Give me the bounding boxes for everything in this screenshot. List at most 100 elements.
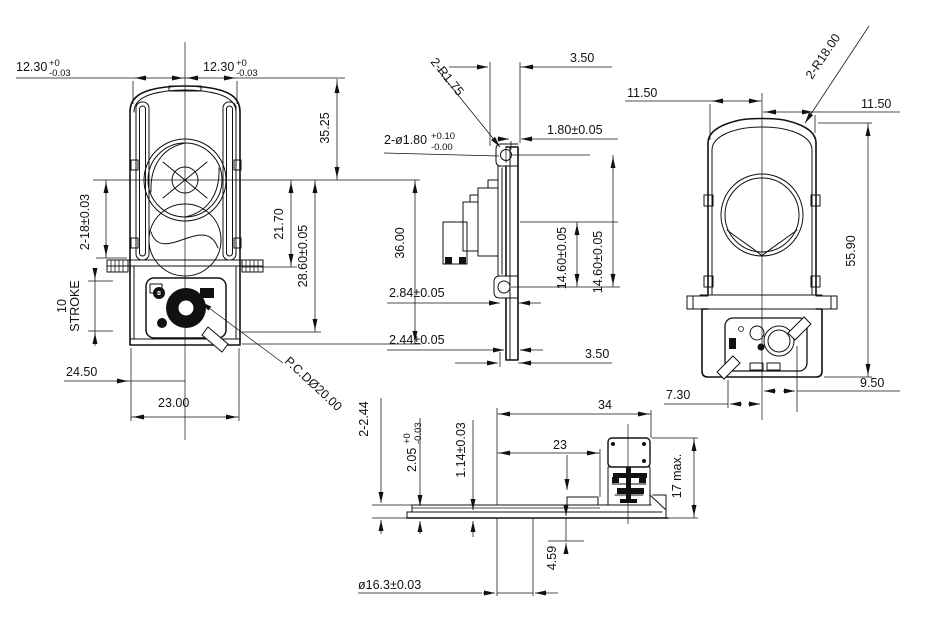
rear-dim-9-50: 9.50 <box>860 376 884 390</box>
rear-motor-lever <box>716 355 741 380</box>
rear-inner-outline <box>711 126 813 296</box>
rear-clip <box>703 194 714 207</box>
rear-motor-detail <box>766 362 781 371</box>
front-dim-width-right: 12.30 <box>203 60 234 74</box>
bottom-dim-17-max: 17 max. <box>670 454 684 498</box>
front-dim-36-00: 36.00 <box>393 227 407 258</box>
front-motor-detail <box>200 288 214 298</box>
bottom-gear-detail <box>612 477 619 483</box>
front-blade-curve <box>150 142 186 193</box>
front-pcd-leader <box>200 301 284 364</box>
bottom-dim-boss: ø16.3±0.03 <box>358 578 421 592</box>
front-dim-width-right-minus: -0.03 <box>236 68 258 79</box>
rear-clip <box>703 275 714 288</box>
bottom-dim-1-14: 1.14±0.03 <box>454 422 468 478</box>
side-dim-radius: 2-R1.75 <box>428 55 467 98</box>
bottom-shaft <box>626 467 631 503</box>
front-dim-24-50: 24.50 <box>66 365 97 379</box>
front-lower-lobe-curve <box>150 231 219 249</box>
rear-motor-lever <box>787 316 812 341</box>
front-hub-circle <box>171 166 199 194</box>
front-dim-28-60: 28.60±0.05 <box>296 225 310 288</box>
rear-motor-detail <box>749 362 764 371</box>
front-motor-housing <box>145 277 227 339</box>
front-motor-lever <box>201 326 229 353</box>
side-dim-hole-plus: +0.10 <box>431 131 455 142</box>
rear-clip <box>810 194 821 207</box>
rear-body-outline <box>707 117 817 296</box>
bottom-gear-detail <box>639 477 646 483</box>
front-stroke-label: STROKE <box>68 280 82 331</box>
side-dim-bottom: 3.50 <box>585 347 609 361</box>
side-motor-step <box>469 194 479 203</box>
rear-motor-detail <box>729 338 736 349</box>
bottom-dim-step-minus: -0.03 <box>413 422 424 444</box>
side-dim-2-44: 2.44±0.05 <box>389 333 445 347</box>
front-dim-35-25: 35.25 <box>318 112 332 143</box>
side-bracket <box>497 165 507 277</box>
bottom-dim-step-group: 2.05 +0 -0.03 <box>402 422 424 472</box>
side-plate-outline <box>505 146 519 361</box>
front-hub-cross <box>162 161 208 199</box>
rear-dim-7-30: 7.30 <box>666 388 690 402</box>
front-dim-slot: 2-18±0.03 <box>78 194 92 250</box>
rear-clip <box>810 275 821 288</box>
bottom-dim-tabs: 2-2.44 <box>357 401 371 436</box>
bottom-gear-bar <box>617 488 644 494</box>
rear-motor-housing <box>724 317 808 372</box>
front-rail-clip <box>130 237 139 249</box>
side-motor-block <box>462 201 479 252</box>
bottom-plate-left-step <box>406 504 413 519</box>
bottom-gear-detail <box>620 499 637 503</box>
front-dim-width-left-minus: -0.03 <box>49 68 71 79</box>
front-dim-width-left: 12.30 <box>16 60 47 74</box>
front-view: P.C.DØ20.00 12.30 +0 -0.03 12.30 +0 -0.0… <box>16 42 421 440</box>
front-fan-circle-outer <box>143 138 227 222</box>
rear-motor-dot-small <box>738 326 744 332</box>
side-motor-block <box>477 187 499 257</box>
side-motor-step <box>487 179 499 189</box>
front-right-rail <box>222 101 237 261</box>
front-rail-clip <box>130 159 139 171</box>
front-dim-23-00: 23.00 <box>158 396 189 410</box>
side-bottom-ear <box>493 275 519 299</box>
rear-left-tab <box>686 295 709 310</box>
front-top-slot <box>168 85 202 92</box>
side-hole-leader <box>383 152 500 157</box>
side-dim-14-60-a: 14.60±0.05 <box>555 227 569 290</box>
rear-dim-11-50-right: 11.50 <box>861 97 891 111</box>
bottom-dim-23: 23 <box>553 438 567 452</box>
front-motor-detail <box>157 318 167 328</box>
front-motor-shaft <box>177 299 195 317</box>
front-left-rail-inner <box>139 105 146 257</box>
front-blade-curve <box>184 167 220 218</box>
front-dim-width-right-plus: +0 <box>236 58 247 69</box>
front-left-rail <box>135 101 150 261</box>
side-dim-hole-minus: -0.00 <box>431 142 453 153</box>
rear-dim-11-50-left: 11.50 <box>627 86 657 100</box>
rear-port-y-pattern <box>726 229 798 257</box>
bottom-view: 2-2.44 2.05 +0 -0.03 1.14±0.03 34 23 17 … <box>357 398 698 596</box>
front-rail-clip <box>233 159 242 171</box>
front-right-tab-serration <box>245 260 259 272</box>
front-left-tab <box>106 259 129 273</box>
front-right-rail-inner <box>226 105 233 257</box>
bottom-tab <box>566 496 599 506</box>
side-bottom-hole <box>497 280 511 294</box>
side-dim-1-80: 1.80±0.05 <box>547 123 603 137</box>
front-right-tab <box>241 259 264 273</box>
front-left-tab-serration <box>110 260 124 272</box>
bottom-screw <box>642 442 646 446</box>
side-motor-block <box>442 221 468 265</box>
bottom-dim-4-59: 4.59 <box>545 546 559 570</box>
front-motor-detail <box>149 283 163 294</box>
front-rail-clip <box>233 237 242 249</box>
rear-dim-55-90: 55.90 <box>844 235 858 266</box>
front-inner-arc <box>133 89 237 113</box>
side-radius-leader <box>436 68 501 148</box>
side-motor-foot <box>445 257 452 264</box>
rear-motor-circle-small <box>749 325 765 341</box>
bottom-right-brace <box>649 494 667 519</box>
front-dim-width-left-plus: +0 <box>49 58 60 69</box>
